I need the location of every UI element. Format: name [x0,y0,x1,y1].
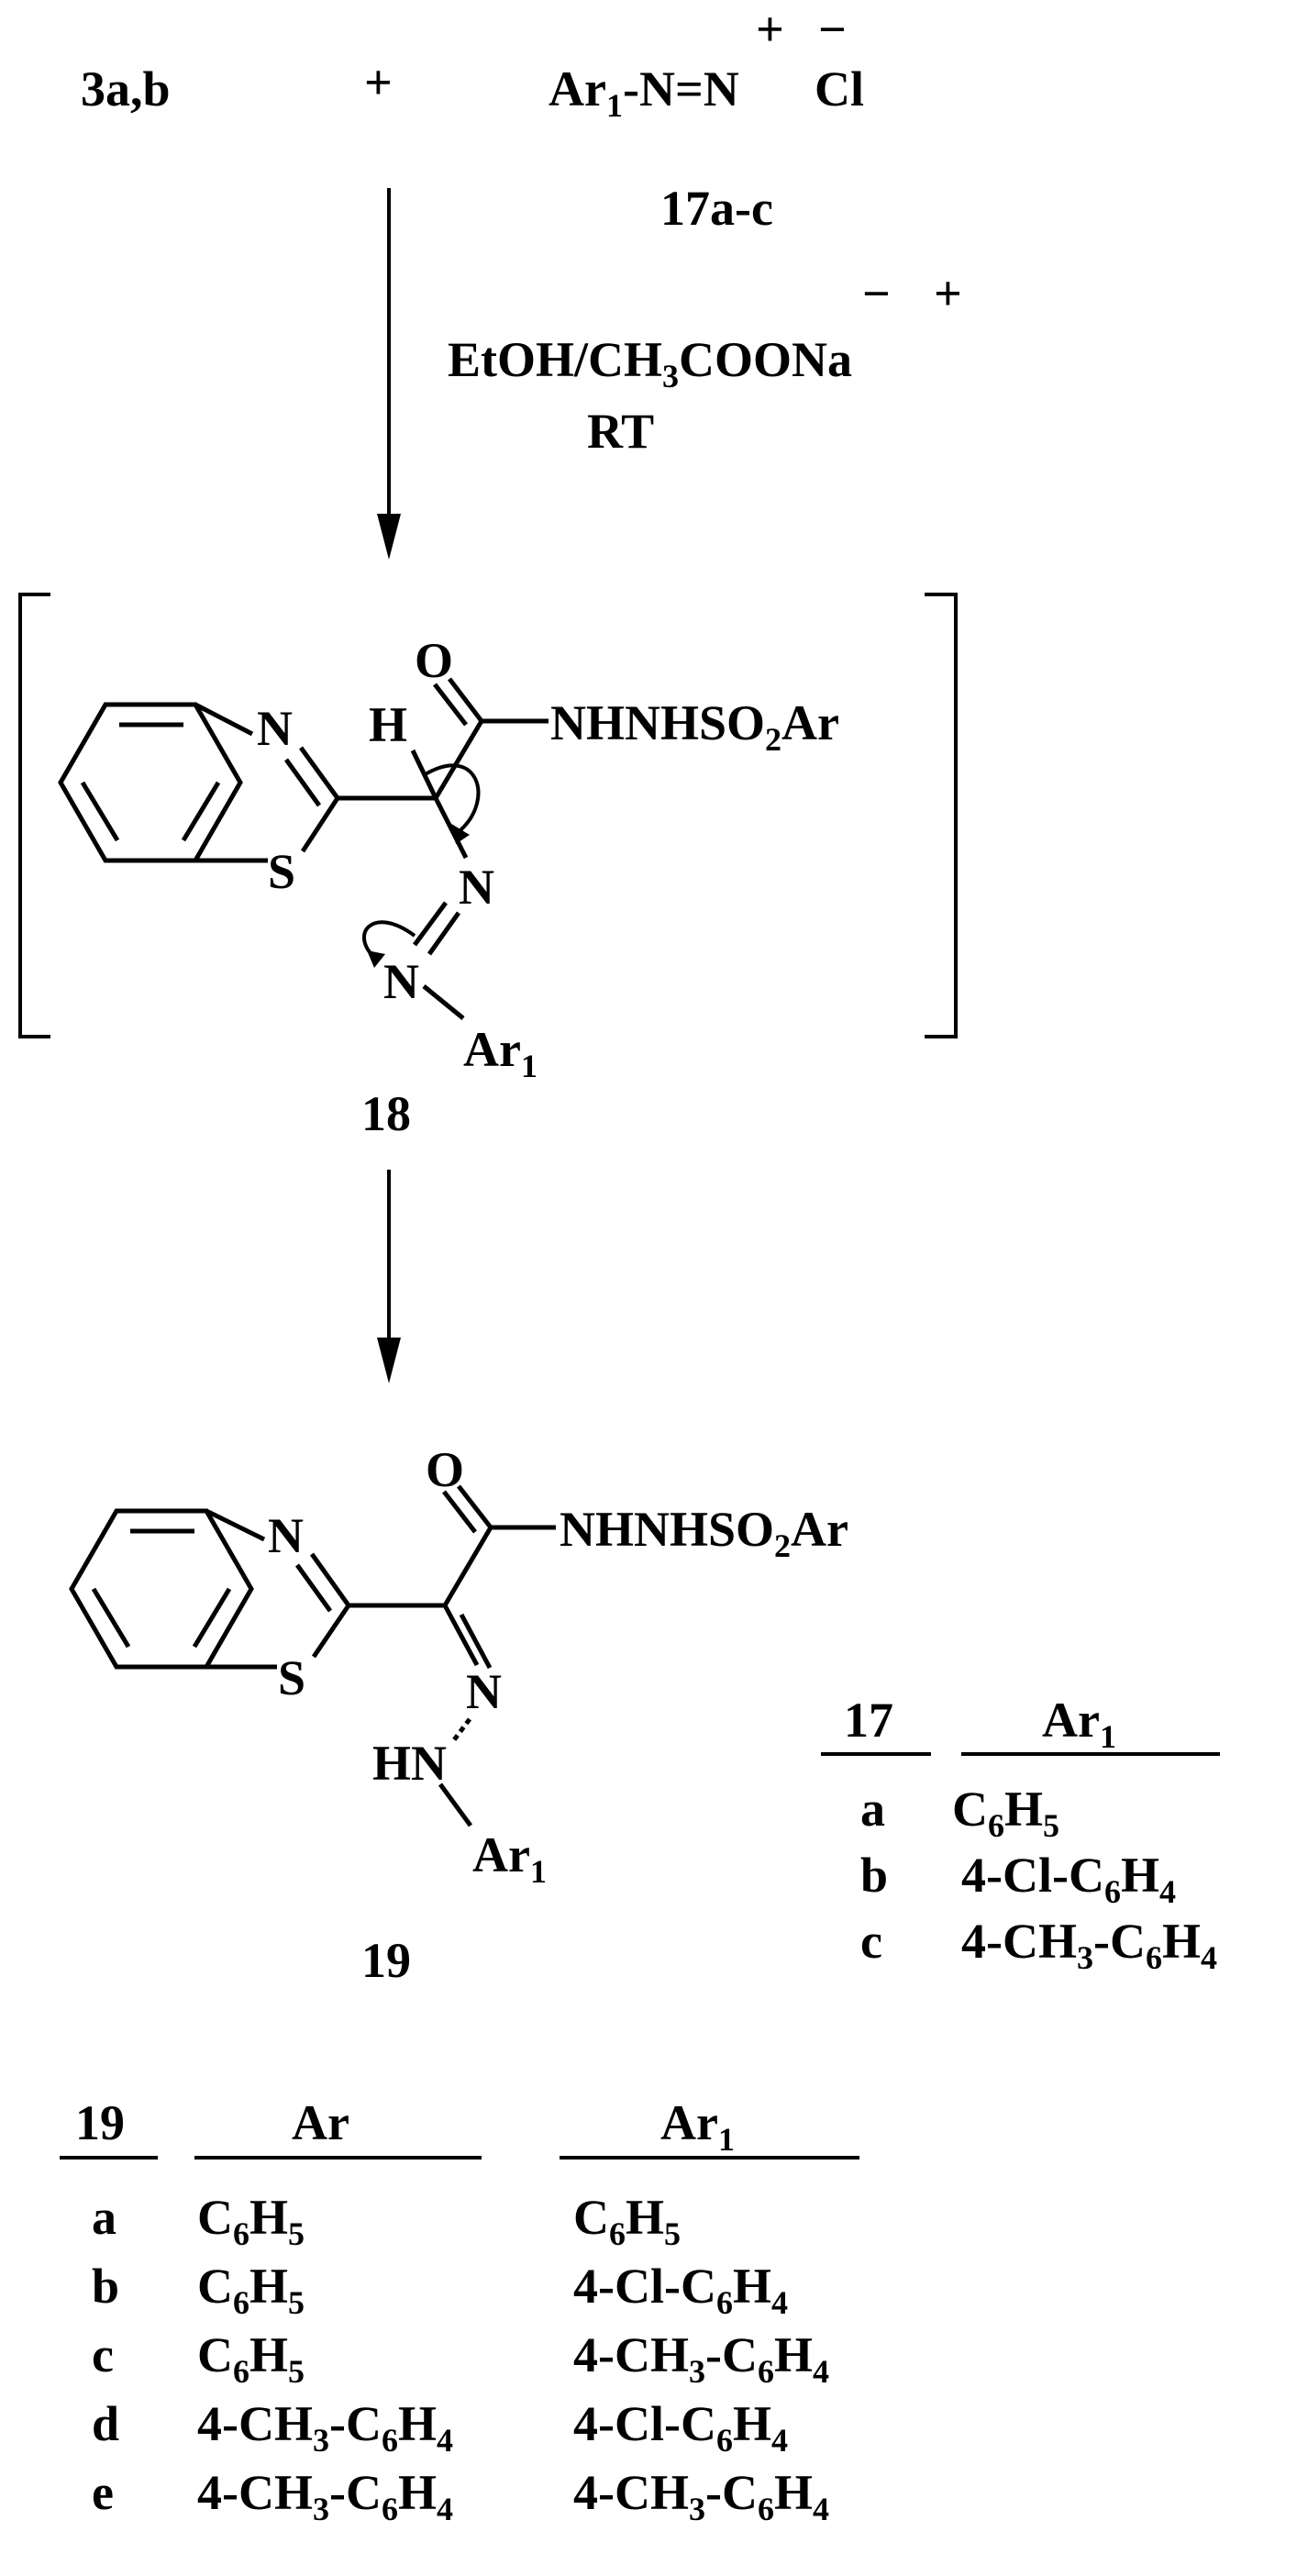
table-17-rows: a C6H5 b 4-Cl-C6H4 c 4-CH3-C6H4 [860,1782,1217,1976]
product-ar1: Ar1 [472,1827,547,1890]
table-19-row-c-ar: C6H5 [197,2327,305,2390]
table-19-row-e-id: e [92,2465,114,2520]
table-19-row-c-id: c [92,2327,114,2382]
plus-sign: + [364,55,393,110]
carbonyl-o-atom: O [426,1442,464,1497]
table-17-row-a-id: a [860,1782,885,1837]
intermediate-18-structure: N S H O NHNHSO2Ar N N Ar1 [18,593,958,1084]
chloride-minus-charge: − [818,2,847,57]
curved-arrow-1 [422,763,481,832]
carbonyl-o-atom: O [415,633,453,688]
table-19-row-e-ar1: 4-CH3-C6H4 [573,2465,829,2527]
reaction-conditions: EtOH/CH3COONa − + RT [448,266,962,459]
left-bracket [18,593,50,1038]
diazonium-plus-charge: + [756,2,784,57]
acetate-minus-charge: − [862,266,891,321]
table-19-row-d-ar: 4-CH3-C6H4 [197,2396,453,2459]
azo-n2-atom: N [383,954,419,1009]
table-19-row-b-ar1: 4-Cl-C6H4 [573,2259,788,2321]
hydrazone-n-atom: N [466,1664,502,1719]
thiazole-s-atom: S [268,844,295,899]
table-19-row-a-ar1: C6H5 [573,2190,681,2252]
chloride-label: Cl [815,61,864,117]
table-19-header-ar: Ar [292,2095,349,2150]
hydrazone-hn-group: HN [372,1736,447,1791]
thiazole-n-atom: N [257,701,293,756]
diazonium-salt-formula: Ar1-N=N + Cl − [549,2,864,124]
thiazole-n-atom: N [268,1508,304,1563]
table-19-header-ar1: Ar1 [660,2095,735,2158]
table-19-row-b-ar: C6H5 [197,2259,305,2321]
table-19-row-c-ar1: 4-CH3-C6H4 [573,2327,829,2390]
reactant-3ab-label: 3a,b [81,61,171,117]
table-17-row-c-id: c [860,1914,882,1969]
hydrazide-chain: NHNHSO2Ar [560,1502,848,1564]
table-17-row-b-id: b [860,1848,888,1903]
conditions-reagent: EtOH/CH3COONa [448,332,852,394]
reaction-arrow-2-head [377,1338,401,1383]
thiazole-s-atom: S [278,1650,305,1705]
table-17: 17 Ar1 a C6H5 b 4-Cl-C6H4 c 4-CH3-C6H4 [821,1693,1220,1976]
right-bracket [925,593,958,1038]
table-19-row-d-ar1: 4-Cl-C6H4 [573,2396,788,2459]
methine-h-atom: H [369,697,407,752]
compound-17-label: 17a-c [660,181,773,236]
intermediate-ar1: Ar1 [463,1022,538,1084]
table-19-row-b-id: b [92,2259,119,2314]
reaction-arrow-1-head [377,514,401,560]
sodium-plus-charge: + [934,266,962,321]
product-19-structure: N S O NHNHSO2Ar N HN Ar1 [69,1442,848,1890]
table-17-row-a-ar1: C6H5 [952,1782,1059,1844]
table-19-header-id: 19 [75,2095,125,2150]
table-19-row-a-id: a [92,2190,116,2245]
azo-n1-atom: N [459,860,494,915]
table-19-row-e-ar: 4-CH3-C6H4 [197,2465,453,2527]
diazonium-ar1: Ar1-N=N [549,61,739,124]
curved-arrow-2 [362,920,416,960]
table-17-row-b-ar1: 4-Cl-C6H4 [961,1848,1176,1910]
hydrazide-chain: NHNHSO2Ar [550,695,839,758]
compound-19-label: 19 [361,1933,411,1988]
compound-18-label: 18 [361,1086,411,1141]
table-17-row-c-ar1: 4-CH3-C6H4 [961,1914,1217,1976]
table-19-row-a-ar: C6H5 [197,2190,305,2252]
conditions-temperature: RT [587,404,654,459]
table-17-header-id: 17 [844,1693,893,1748]
table-17-header-ar1: Ar1 [1042,1693,1116,1755]
table-19-row-d-id: d [92,2396,119,2451]
benzene-ring [69,1508,254,1670]
benzene-ring [58,702,243,863]
